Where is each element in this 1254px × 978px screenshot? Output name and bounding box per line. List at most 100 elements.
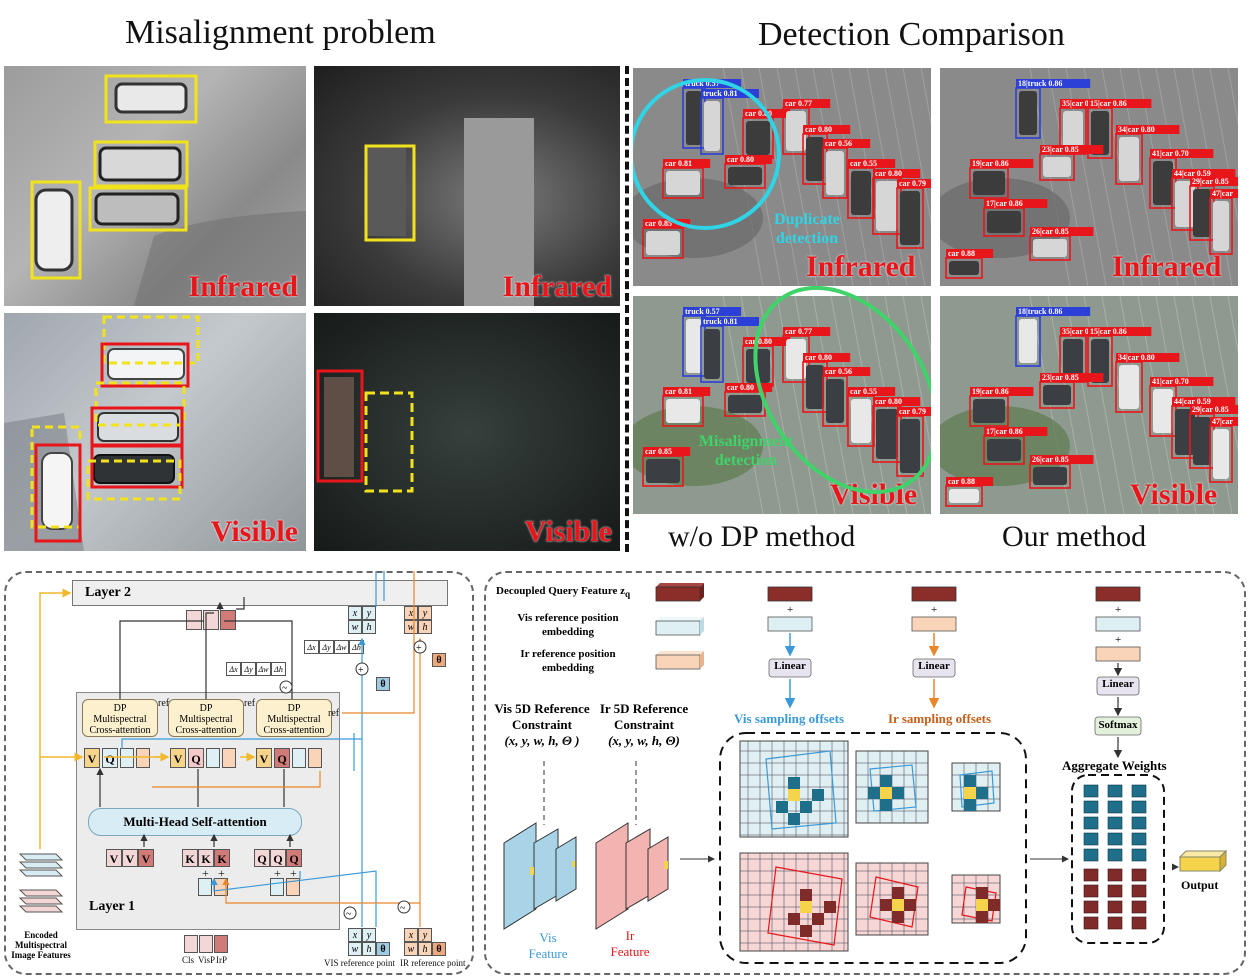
v-token-1: V: [84, 748, 100, 768]
label-background: [701, 89, 759, 98]
vehicle: [900, 191, 920, 245]
detection-label: car 0.88: [948, 249, 975, 258]
q-pos-3b: [308, 748, 322, 768]
dp-sub2-3: Cross-attention: [263, 725, 325, 736]
label-background: [1016, 79, 1091, 88]
theta-box-ir: θ: [432, 653, 446, 667]
rb1-h: h: [362, 620, 376, 634]
ref-label-3: ref: [328, 708, 340, 719]
vehicle: [728, 167, 762, 185]
d1-y: Δy: [319, 640, 334, 654]
parking-stripe: [902, 68, 931, 224]
q-token-3: Q: [274, 748, 290, 768]
label-background: [1030, 455, 1094, 464]
rb1-w: w: [348, 620, 362, 634]
label-background: [683, 307, 741, 316]
detection-label: 26|car 0.85: [1032, 455, 1069, 464]
vehicle: [851, 171, 871, 215]
out-token-3: [220, 610, 236, 630]
label-background: [743, 337, 791, 346]
detection-label: 15|car 0.86: [1090, 327, 1127, 336]
label-background: [783, 99, 831, 108]
parking-stripe: [920, 296, 931, 354]
detection-label: car 0.80: [805, 125, 832, 134]
section-divider: [625, 66, 629, 552]
detection-label: car 0.56: [825, 367, 852, 376]
visible-label-2: Visible: [524, 515, 612, 548]
linear-vis: Linear: [774, 660, 806, 672]
parking-stripe: [1227, 296, 1238, 354]
theta-box-vis: θ: [376, 677, 390, 691]
vehicle: [666, 171, 700, 195]
detection-label: car 0.55: [850, 387, 877, 396]
detection-label: 34|car 0.80: [1118, 353, 1155, 362]
detection-label: 15|car 0.86: [1090, 99, 1127, 108]
dp-sub-1: Multispectral: [93, 714, 147, 725]
ref-box-ir-top: x y w h: [404, 606, 432, 634]
vehicle: [646, 459, 680, 483]
parking-stripe: [758, 296, 800, 514]
legend-label-1: Decoupled Query Feature zq: [496, 585, 630, 599]
detection-label: 35|car 0.80: [1062, 327, 1099, 336]
cls-token: [184, 935, 198, 953]
d1-w: Δw: [334, 640, 349, 654]
plus-q-2: +: [290, 866, 297, 880]
label-background: [970, 159, 1034, 168]
detection-label: 35|car 0.80: [1062, 99, 1099, 108]
detection-label: truck 0.81: [703, 89, 738, 98]
v-self-3: V: [138, 849, 154, 867]
ir-ref-point-label: IR reference point: [400, 958, 466, 968]
label-background: [970, 387, 1034, 396]
label-background: [848, 387, 896, 396]
softmax: Softmax: [1098, 719, 1138, 731]
dp-title-1: DP: [113, 703, 127, 714]
vehicle: [851, 399, 871, 443]
rb4-h: h: [418, 942, 432, 956]
label-background: [1016, 307, 1091, 316]
rb2-h: h: [418, 620, 432, 634]
ref-box-vis-bottom: x y w h θ: [348, 928, 390, 956]
layer2-label: Layer 2: [85, 585, 132, 600]
detection-label: 34|car 0.80: [1118, 125, 1155, 134]
detection-label: car 0.80: [805, 353, 832, 362]
vehicle: [1213, 429, 1229, 479]
legend-sub-1: q: [625, 589, 631, 600]
plus-q-1: +: [274, 866, 281, 880]
dp-sub2-1: Cross-attention: [89, 725, 151, 736]
vehicle: [1175, 181, 1195, 227]
vehicle: [1063, 111, 1083, 151]
duplicate-annotation: Duplicate detection: [774, 211, 840, 247]
q-token-2: Q: [188, 748, 204, 768]
right-title: Detection Comparison: [758, 16, 1065, 53]
left-title: Misalignment problem: [125, 14, 436, 51]
detection-label: car 0.77: [785, 99, 812, 108]
label-background: [643, 219, 691, 228]
label-background: [897, 179, 931, 188]
v-token-3: V: [256, 748, 272, 768]
detection-label: 19|car 0.86: [972, 387, 1009, 396]
label-background: [663, 159, 711, 168]
detection-label: car 0.77: [785, 327, 812, 336]
dp-sub-2: Multispectral: [179, 714, 233, 725]
visible-aerial-image: Visible: [4, 313, 306, 551]
label-background: [823, 367, 871, 376]
annotation-overlay: [633, 78, 931, 495]
label-background: [803, 353, 851, 362]
rb1-x: x: [348, 606, 362, 620]
rb3-y: y: [362, 928, 376, 942]
rb2-x: x: [404, 606, 418, 620]
vehicle: [806, 365, 824, 409]
detection-label: 29|car 0.85: [1192, 405, 1229, 414]
q-pos-1a: [120, 748, 134, 768]
rb2-y: y: [418, 606, 432, 620]
d2-h: Δh: [271, 662, 286, 676]
label-background: [1116, 353, 1180, 362]
detection-label: car 0.55: [850, 159, 877, 168]
label-background: [1190, 405, 1238, 414]
decoder-panel: [4, 571, 474, 975]
dp-attention-panel: [484, 571, 1246, 975]
encoded-feature-stack: [12, 850, 68, 926]
parking-stripe: [902, 296, 931, 452]
rb3-w: w: [348, 942, 362, 956]
label-background: [946, 249, 994, 258]
